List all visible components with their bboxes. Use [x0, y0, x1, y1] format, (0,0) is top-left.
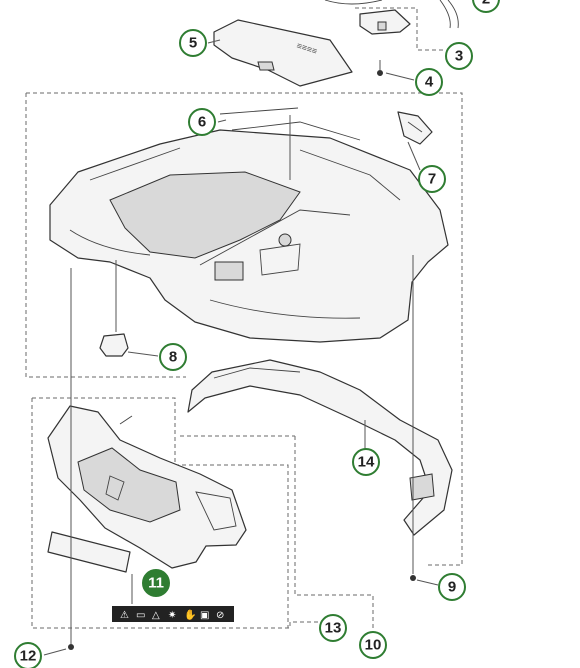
- callout-circle: [418, 165, 446, 193]
- callout-11: 11: [142, 569, 170, 597]
- no-ride-icon: ⊘: [216, 610, 224, 621]
- screw-12: [43, 268, 74, 656]
- callout-number: 11: [148, 575, 164, 592]
- warning-triangle-icon: ⚠: [120, 610, 129, 621]
- callout-leaders: [207, 39, 421, 180]
- callout-number: 3: [455, 48, 463, 65]
- screw-9: [410, 255, 439, 586]
- callout-labels: 2 3 4 5 6 7 8 9 10 11 12 13 14: [14, 0, 500, 668]
- callout-circle: [472, 0, 500, 13]
- callout-12: 12: [14, 642, 42, 668]
- callout-7: 7: [418, 165, 446, 193]
- callout-circle: [179, 29, 207, 57]
- callout-number: 2: [482, 0, 490, 8]
- callout-4: 4: [415, 68, 443, 96]
- callout-13: 13: [319, 614, 347, 642]
- callout-number: 10: [365, 637, 382, 654]
- callout-circle: [445, 42, 473, 70]
- callout-circle: [14, 642, 42, 668]
- callout-8: 8: [159, 343, 187, 371]
- callout-2: 2: [472, 0, 500, 13]
- callout-number: 8: [169, 349, 177, 366]
- callout-circle: [142, 569, 170, 597]
- lift-icon: ▣: [200, 610, 209, 621]
- callout-number: 5: [189, 35, 197, 52]
- part-7-bracket: [397, 111, 433, 145]
- callout-circle: [319, 614, 347, 642]
- blade-icon: ✷: [168, 610, 176, 621]
- callout-10: 10: [359, 631, 387, 659]
- part-14-rear-rail: [187, 359, 453, 536]
- callout-5: 5: [179, 29, 207, 57]
- front-bumper: [47, 405, 247, 569]
- callout-circle: [359, 631, 387, 659]
- callout-circle: [438, 573, 466, 601]
- callout-9: 9: [438, 573, 466, 601]
- part-8-rubber-foot: [99, 260, 159, 357]
- part-11-decal: [47, 531, 234, 622]
- callout-number: 9: [448, 579, 456, 596]
- callout-number: 6: [198, 114, 206, 131]
- callout-circle: [352, 448, 380, 476]
- callout-number: 7: [428, 171, 436, 188]
- manual-icon: ▭: [136, 610, 145, 621]
- callout-circle: [159, 343, 187, 371]
- callout-number: 12: [20, 648, 37, 665]
- screw-4: [377, 60, 383, 76]
- callout-number: 13: [325, 620, 342, 637]
- hazard-icon: △: [152, 610, 160, 621]
- callout-3: 3: [445, 42, 473, 70]
- warning-label: [112, 606, 234, 622]
- callout-circle: [188, 108, 216, 136]
- warning-label-icons: ⚠ ▭ △ ✷ ✋ ▣ ⊘: [120, 608, 224, 621]
- callout-number: 4: [425, 74, 434, 91]
- part-5-top-cover: ≡≡≡≡: [213, 19, 353, 87]
- callout-number: 14: [358, 454, 375, 471]
- part-6-seal-strip: [219, 107, 361, 141]
- main-chassis-body: [49, 129, 449, 343]
- callout-14: 14: [352, 448, 380, 476]
- callout-6: 6: [188, 108, 216, 136]
- callout-circle: [415, 68, 443, 96]
- hand-icon: ✋: [184, 608, 196, 621]
- part-3-latch-bracket: [324, 0, 459, 35]
